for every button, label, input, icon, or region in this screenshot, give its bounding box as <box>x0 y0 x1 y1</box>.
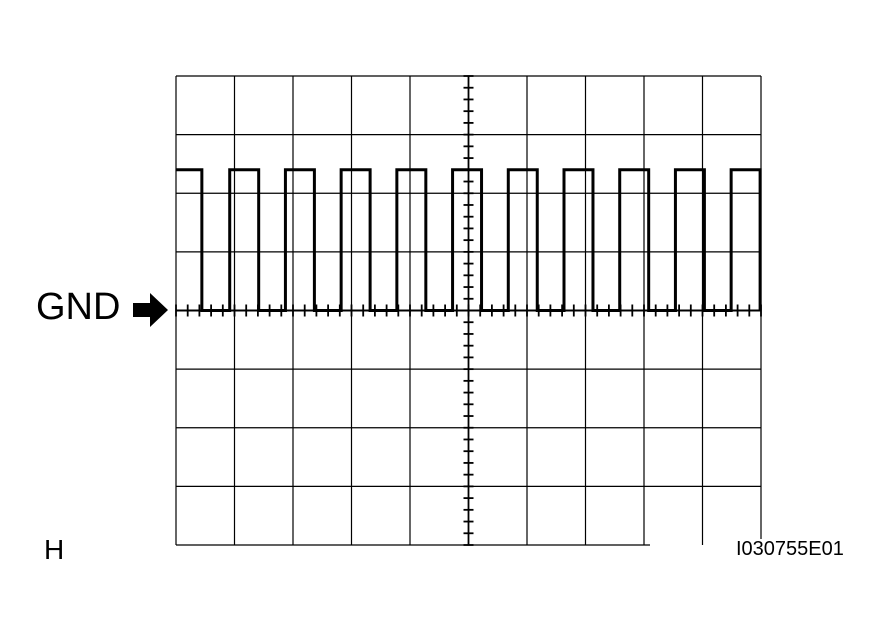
axis-ticks <box>175 75 762 546</box>
ground-label: GND <box>36 286 121 328</box>
corner-letter: H <box>44 534 65 565</box>
right-arrow-icon <box>133 293 168 327</box>
square-wave-trace <box>176 168 762 312</box>
figure-code: I030755E01 <box>736 538 844 560</box>
